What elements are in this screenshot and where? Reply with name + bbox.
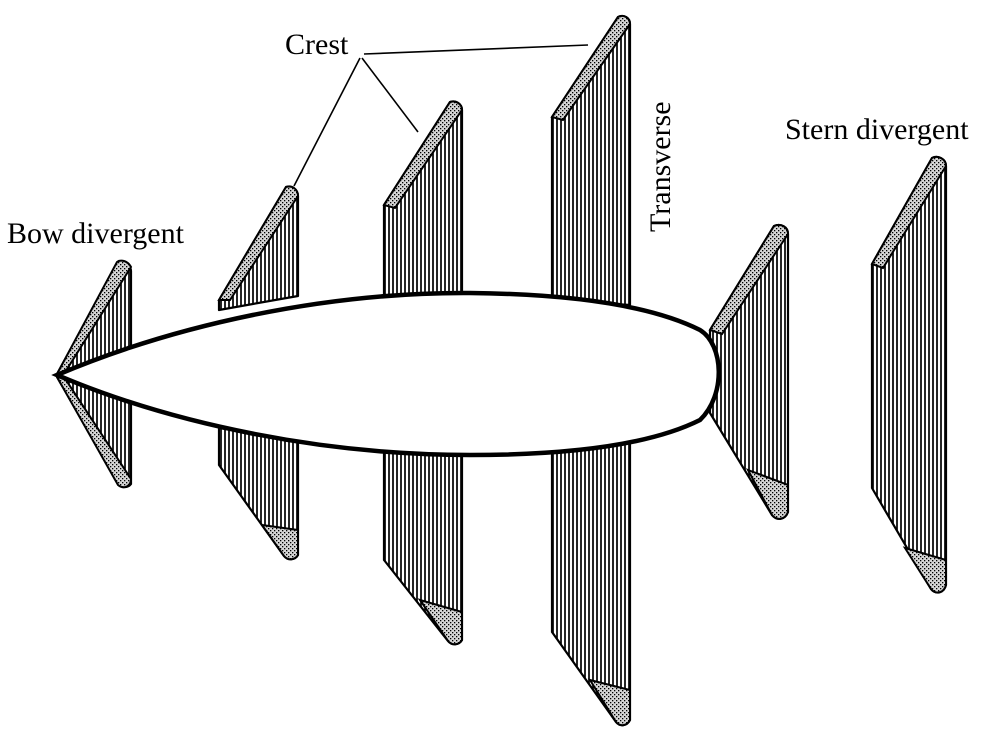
divergent-wave-3-crest-top [382, 100, 464, 210]
divergent-wave-2-top [217, 185, 300, 312]
ship-hull [51, 290, 721, 458]
label-stern-divergent: Stern divergent [785, 113, 969, 146]
bow-divergent-wave-top [55, 259, 133, 376]
stern-divergent-crest-bottom [902, 546, 947, 594]
stern-divergent-wave [870, 155, 948, 594]
crest-leader-to-wave-3 [361, 57, 419, 133]
divergent-wave-2-crest-bottom [259, 523, 299, 561]
divergent-wave-4-bottom [550, 423, 632, 727]
stern-wave-5 [708, 223, 790, 520]
label-transverse: Transverse [644, 101, 677, 232]
stern-divergent-crest-top [870, 156, 948, 270]
crest-leader-lines [293, 44, 589, 187]
divergent-wave-2-bottom [217, 426, 300, 561]
bow-divergent-wave-bottom [55, 375, 133, 489]
divergent-wave-4-crest-bottom [587, 678, 631, 727]
bow-divergent-crest-bottom [55, 376, 133, 489]
divergent-wave-2-crest-top [217, 185, 300, 301]
divergent-wave-3-top [382, 100, 464, 299]
divergent-wave-4-crest-top [550, 14, 632, 122]
label-bow-divergent: Bow divergent [7, 217, 185, 250]
divergent-wave-4-top [550, 14, 632, 307]
divergent-wave-3-crest-bottom [417, 598, 463, 646]
bow-divergent-crest-top [55, 259, 133, 375]
label-crest: Crest [285, 28, 349, 61]
stern-wave-5-crest-bottom [745, 468, 789, 520]
crest-leader-to-wave-2 [293, 57, 361, 187]
crest-leader-to-wave-4 [363, 44, 589, 55]
divergent-wave-3-bottom [382, 433, 464, 646]
stern-wave-5-crest-top [708, 224, 790, 336]
